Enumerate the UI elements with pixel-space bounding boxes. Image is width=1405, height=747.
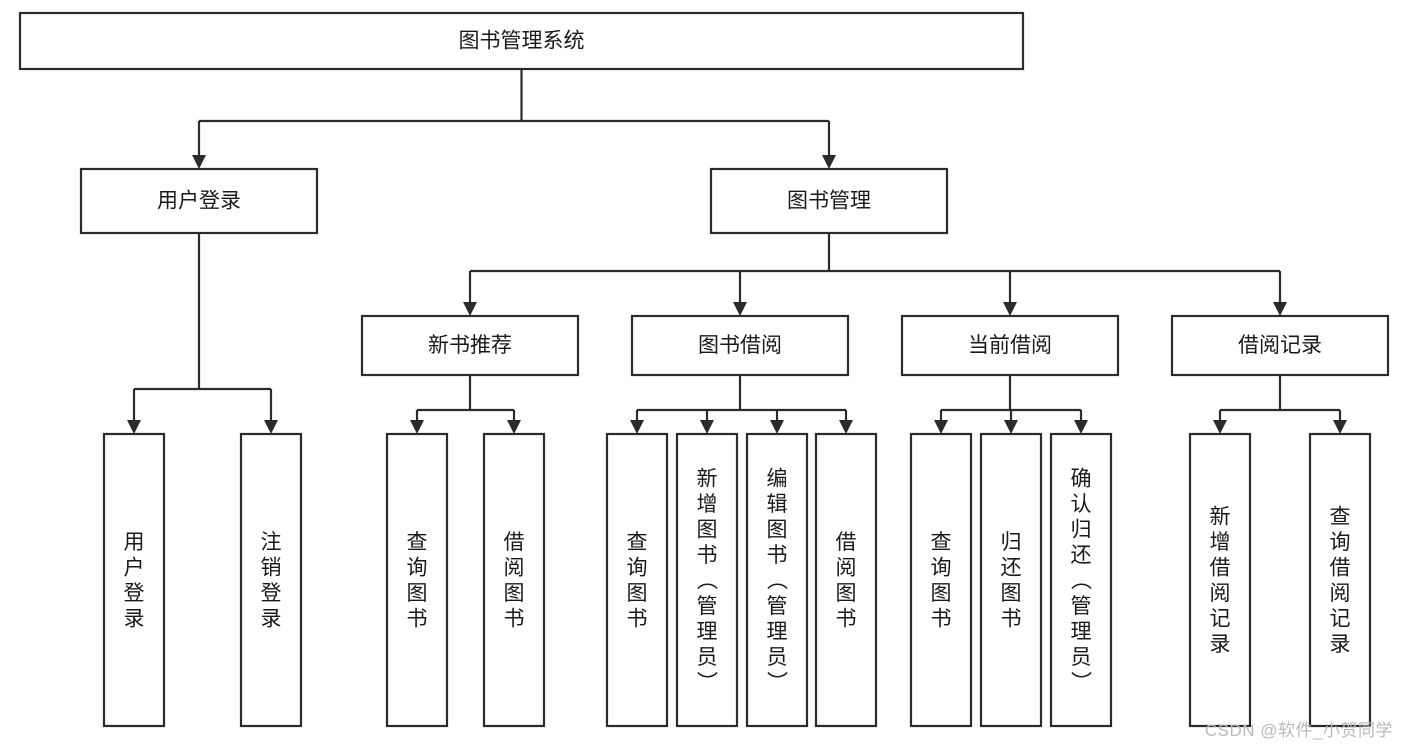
edge-level3-1-to-leaf-3 [839,410,853,434]
edge-books-to-level3-0 [463,271,477,316]
leaf-node-label: 借阅图书 [836,531,857,631]
leaf-node[interactable]: 确认归还（管理员） [1049,432,1113,728]
level2-node-0[interactable]: 用户登录 [79,167,319,235]
leaf-node[interactable]: 查询借阅记录 [1308,432,1372,728]
leaf-node-label: 注销登录 [261,531,282,631]
level3-node-2[interactable]: 当前借阅 [900,314,1120,377]
edge-level3-2-to-leaf-1 [1004,410,1018,434]
level3-node-3-label: 借阅记录 [1238,334,1322,357]
edge-level3-3-to-leaf-0 [1213,410,1227,434]
leaf-node[interactable]: 编辑图书（管理员） [745,432,809,728]
leaf-node[interactable]: 注销登录 [239,432,303,728]
edge-login-to-leaf-0 [127,389,141,434]
leaf-node[interactable]: 借阅图书 [814,432,878,728]
leaf-node-label: 归还图书 [1001,531,1022,631]
leaf-node-label: 新增借阅记录 [1210,506,1231,657]
edge-books-to-level3-1 [733,271,747,316]
edge-books-to-level3-3 [1273,271,1287,316]
leaf-node[interactable]: 新增借阅记录 [1188,432,1252,728]
leaf-node[interactable]: 归还图书 [979,432,1043,728]
leaf-node-label: 查询图书 [931,531,952,631]
leaf-node-label: 查询图书 [407,531,428,631]
leaf-node-label: 查询借阅记录 [1330,506,1351,657]
leaf-node[interactable]: 借阅图书 [482,432,546,728]
leaf-node[interactable]: 查询图书 [605,432,669,728]
level2-node-1[interactable]: 图书管理 [709,167,949,235]
level2-node-1-label: 图书管理 [787,190,871,213]
connector-layer [127,69,1347,434]
level3-node-2-label: 当前借阅 [968,334,1052,357]
edge-level3-1-to-leaf-0 [630,410,644,434]
edge-level3-2-to-leaf-0 [934,410,948,434]
leaf-node[interactable]: 查询图书 [385,432,449,728]
level3-node-0-label: 新书推荐 [428,334,512,357]
level3-node-3[interactable]: 借阅记录 [1170,314,1390,377]
edge-level3-3-to-leaf-1 [1333,410,1347,434]
leaf-node-label: 确认归还（管理员） [1071,467,1093,694]
edge-level3-0-to-leaf-1 [507,410,521,434]
edge-root-to-level2-0 [192,121,206,169]
edge-root-to-level2-1 [822,121,836,169]
level2-node-0-label: 用户登录 [157,190,241,213]
root-node-label: 图书管理系统 [459,30,585,53]
leaf-node[interactable]: 用户登录 [102,432,166,728]
csdn-watermark: CSDN @软件_小贺同学 [1204,721,1393,740]
leaf-node[interactable]: 新增图书（管理员） [675,432,739,728]
level3-node-0[interactable]: 新书推荐 [360,314,580,377]
root-node[interactable]: 图书管理系统 [18,11,1025,71]
leaf-node-label: 新增图书（管理员） [697,467,719,694]
level3-node-1[interactable]: 图书借阅 [630,314,850,377]
leaf-node[interactable]: 查询图书 [909,432,973,728]
level3-node-1-label: 图书借阅 [698,334,782,357]
edge-level3-2-to-leaf-2 [1074,410,1088,434]
node-layer: 图书管理系统用户登录图书管理新书推荐图书借阅当前借阅借阅记录用户登录注销登录查询… [18,11,1390,728]
leaf-node-label: 借阅图书 [504,531,525,631]
edge-level3-1-to-leaf-1 [700,410,714,434]
edge-level3-1-to-leaf-2 [770,410,784,434]
leaf-node-label: 编辑图书（管理员） [767,467,789,694]
leaf-node-label: 用户登录 [124,531,145,631]
edge-level3-0-to-leaf-0 [410,410,424,434]
edge-login-to-leaf-1 [264,389,278,434]
leaf-node-label: 查询图书 [627,531,648,631]
edge-books-to-level3-2 [1003,271,1017,316]
